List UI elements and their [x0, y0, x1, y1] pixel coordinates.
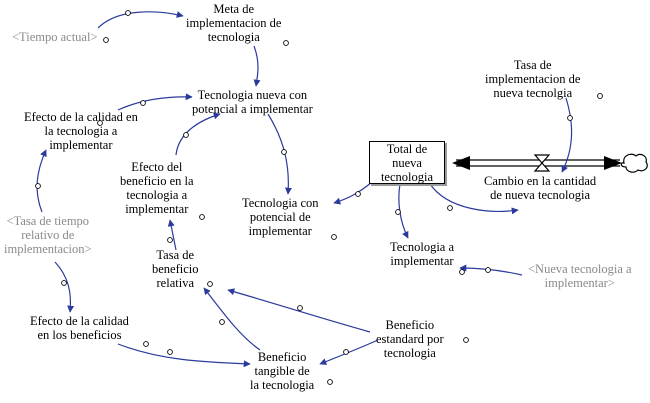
- shadow-variable-tasa-tiempo-relativo[interactable]: <Tasa de tiempo relativo de implementaci…: [4, 214, 92, 256]
- stock-label: Total de nueva tecnologia: [380, 141, 434, 184]
- link-tasa-beneficio-to-efecto-beneficio: [167, 219, 177, 251]
- link-efecto-beneficio-to-tecnologia-nueva: [175, 112, 221, 156]
- link-tasa-tiempo-to-efecto-calidad-benef: [54, 261, 75, 313]
- variable-label: Efecto de la calidad en los beneficios: [30, 314, 129, 342]
- variable-tecnologia-con-potencial[interactable]: Tecnologia con potencial de implementar: [242, 196, 319, 238]
- cloud-icon: [620, 153, 648, 173]
- variable-label: Efecto del beneficio en la tecnologia a …: [120, 160, 194, 216]
- link-efecto-calidad-tecn-to-tecnologia-nueva: [117, 93, 193, 111]
- variable-label: Tecnologia nueva con potencial a impleme…: [192, 88, 313, 116]
- flow-pipe: [452, 153, 648, 173]
- flow-arrowhead-right: [604, 156, 622, 170]
- variable-label: Tasa de beneficio relativa: [152, 248, 199, 290]
- variable-beneficio-estandard[interactable]: Beneficio estandard por tecnologia: [376, 318, 444, 360]
- link-nueva-tecnologia-to-tecnologia-a-implementar: [459, 264, 523, 276]
- variable-label: Beneficio tangible de la tecnologia: [250, 350, 315, 392]
- variable-label: Cambio en la cantidad de nueva tecnologi…: [484, 174, 597, 202]
- link-total-to-tecnologia-con-potencial: [333, 181, 373, 205]
- link-beneficio-estandard-to-beneficio-tangible: [319, 339, 379, 365]
- variable-tecnologia-a-implementar[interactable]: Tecnologia a implementar: [390, 240, 454, 268]
- variable-efecto-beneficio-tecnologia[interactable]: Efecto del beneficio en la tecnologia a …: [120, 160, 194, 216]
- variable-label: Tasa de implementacion de nueva tecnolgi…: [485, 58, 581, 100]
- shadow-variable-nueva-tecnologia[interactable]: <Nueva tecnologia a implementar>: [528, 262, 632, 290]
- variable-tasa-beneficio-relativa[interactable]: Tasa de beneficio relativa: [152, 248, 199, 290]
- variable-tasa-implementacion-nueva[interactable]: Tasa de implementacion de nueva tecnolgi…: [485, 58, 580, 100]
- variable-meta-implementacion[interactable]: Meta de implementacion de tecnologia: [186, 2, 281, 44]
- variable-label: <Nueva tecnologia a implementar>: [528, 262, 632, 290]
- variable-efecto-calidad-beneficios[interactable]: Efecto de la calidad en los beneficios: [30, 314, 129, 342]
- variable-label: Tecnologia con potencial de implementar: [242, 196, 319, 238]
- variable-efecto-calidad-tecnologia[interactable]: Efecto de la calidad en la tecnologia a …: [24, 110, 138, 152]
- link-meta-to-tecnologia-nueva: [253, 45, 261, 87]
- variable-label: <Tiempo actual>: [12, 30, 98, 44]
- variable-label: Beneficio estandard por tecnologia: [376, 318, 444, 360]
- shadow-variable-tiempo-actual[interactable]: <Tiempo actual>: [12, 30, 98, 44]
- link-efecto-calidad-benef-to-beneficio-tangible: [117, 343, 251, 368]
- variable-tecnologia-nueva-potencial[interactable]: Tecnologia nueva con potencial a impleme…: [192, 88, 313, 116]
- variable-label: Meta de implementacion de tecnologia: [186, 2, 282, 44]
- link-total-to-cambio: [429, 183, 519, 215]
- link-beneficio-tangible-to-tasa-beneficio: [203, 287, 261, 351]
- variable-label: Tecnologia a implementar: [390, 240, 455, 268]
- flow-cambio-cantidad[interactable]: Cambio en la cantidad de nueva tecnologi…: [484, 174, 596, 202]
- link-tiempo-actual-to-meta: [97, 11, 184, 29]
- stock-total-nueva-tecnologia[interactable]: Total de nueva tecnologia: [369, 141, 445, 184]
- variable-label: Efecto de la calidad en la tecnologia a …: [24, 110, 138, 152]
- link-tasa-tiempo-to-efecto-calidad-tecn: [36, 149, 47, 213]
- link-beneficio-estandard-to-tasa-beneficio: [227, 288, 371, 333]
- flow-valve-icon: [533, 154, 551, 172]
- variable-label: <Tasa de tiempo relativo de implementaci…: [4, 214, 92, 256]
- variable-beneficio-tangible[interactable]: Beneficio tangible de la tecnologia: [250, 350, 314, 392]
- link-tasa-implementacion-to-cambio: [561, 97, 573, 173]
- flow-arrowhead: [452, 156, 470, 170]
